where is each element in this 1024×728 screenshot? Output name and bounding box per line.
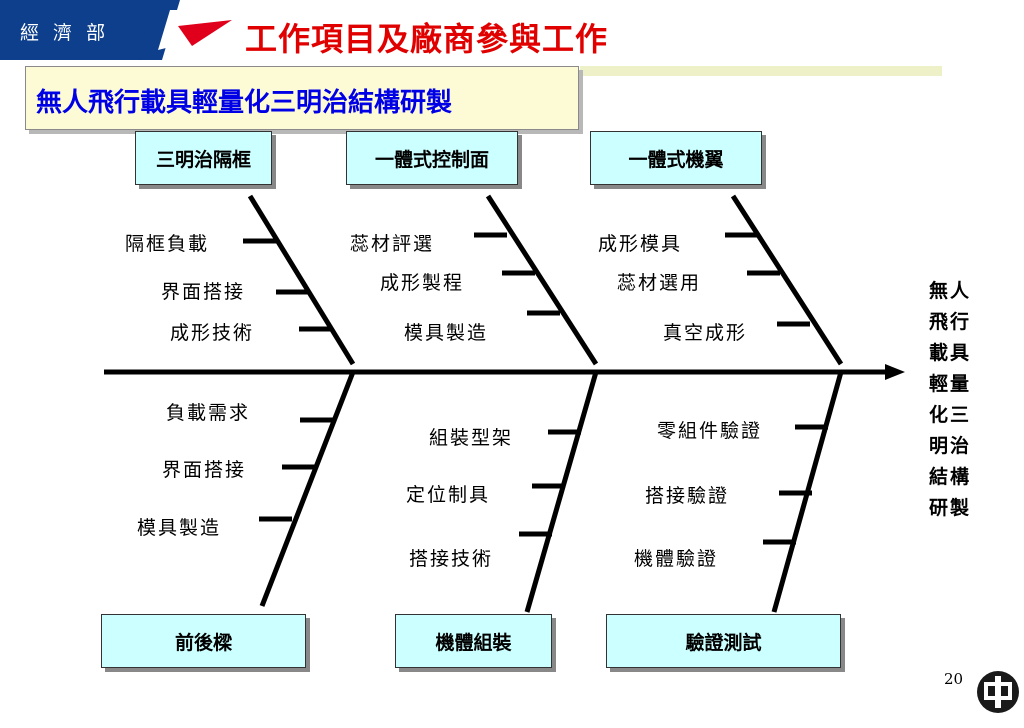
cause-label: 組裝型架 <box>429 427 514 449</box>
subtitle: 無人飛行載具輕量化三明治結構研製 <box>36 88 453 118</box>
effect-label: 無人飛行載具輕量化三明治結構研製 <box>928 280 971 519</box>
cause-label: 成形技術 <box>170 322 255 344</box>
cause-label: 機體驗證 <box>634 548 719 570</box>
cause-label: 蕊材選用 <box>617 272 702 294</box>
bone-top-3 <box>730 194 844 366</box>
category-top-1: 三明治隔框 <box>135 131 272 185</box>
cause-label: 搭接技術 <box>409 548 494 570</box>
cause-label: 定位制具 <box>406 484 491 506</box>
bone-bottom-2 <box>524 371 599 613</box>
cause-label: 搭接驗證 <box>645 485 730 507</box>
category-bottom-3: 驗證測試 <box>606 614 841 668</box>
page-title: 工作項目及廠商參與工作 <box>245 20 609 58</box>
category-bottom-1: 前後樑 <box>101 614 306 668</box>
bone-bottom-1 <box>259 371 356 607</box>
bone-top-1 <box>247 194 356 366</box>
bone-top-2 <box>485 194 599 366</box>
title-strip <box>580 66 942 76</box>
cause-label: 隔框負載 <box>125 233 210 255</box>
ministry-name: 經 濟 部 <box>20 22 110 44</box>
subtitle-box <box>25 66 579 130</box>
cause-label: 模具製造 <box>137 517 222 539</box>
cause-label: 模具製造 <box>404 322 489 344</box>
corner-logo-icon <box>977 671 1019 713</box>
cause-label: 負載需求 <box>166 402 251 424</box>
cause-label: 成形製程 <box>380 272 465 294</box>
cause-label: 界面搭接 <box>162 459 247 481</box>
spine-arrowhead <box>885 364 905 380</box>
cause-label: 界面搭接 <box>161 281 246 303</box>
page-number: 20 <box>944 670 964 688</box>
category-top-3: 一體式機翼 <box>590 131 762 185</box>
category-bottom-2: 機體組裝 <box>395 614 552 668</box>
cause-label: 真空成形 <box>663 322 748 344</box>
ministry-logo-icon <box>140 0 232 60</box>
header-bar <box>0 0 150 60</box>
category-top-2: 一體式控制面 <box>346 131 518 185</box>
cause-label: 零組件驗證 <box>657 420 763 442</box>
cause-label: 蕊材評選 <box>350 233 435 255</box>
cause-label: 成形模具 <box>598 233 683 255</box>
